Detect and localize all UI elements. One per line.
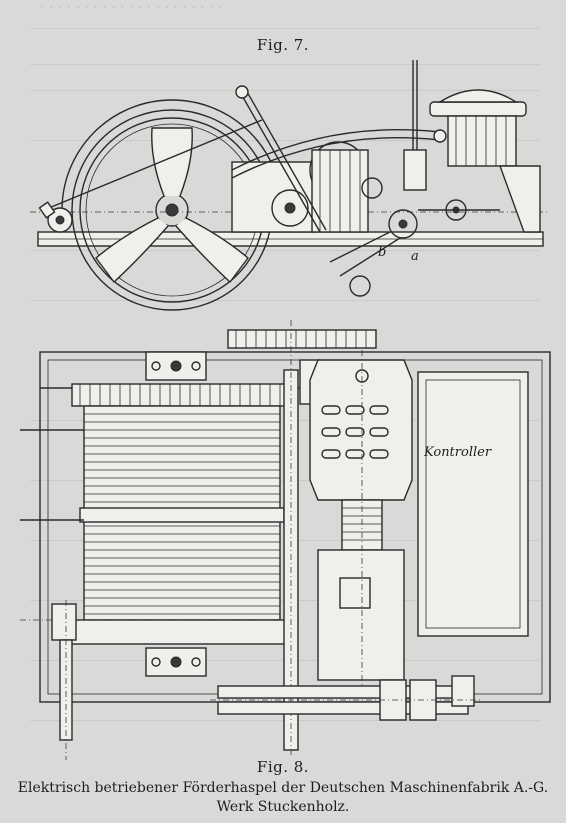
fig8-plan-view: Kontroller	[20, 320, 551, 760]
fig7-small-gear-b	[349, 275, 371, 297]
fig7-diagonal-lever	[239, 91, 321, 233]
fig8-handle	[451, 675, 475, 707]
fig7-label-b: b	[378, 245, 386, 260]
figure-8-label: Fig. 8.	[256, 758, 310, 776]
fig7-gear-1	[271, 189, 309, 227]
figure-caption-line-1: Elektrisch betriebener Förderhaspel der …	[17, 780, 549, 796]
show-through-line	[30, 250, 540, 251]
show-through-line	[30, 64, 540, 65]
figure-caption-line-2: Werk Stuckenholz.	[216, 799, 350, 815]
fig7-motor-stand	[499, 165, 541, 233]
fig7-brake-lever	[43, 119, 263, 211]
show-through-line	[30, 28, 540, 29]
fig7-drum-axle	[165, 203, 179, 217]
show-through-line	[30, 90, 540, 91]
show-through-line	[30, 140, 540, 141]
fig8-left-gear	[51, 603, 77, 641]
fig7-drum-spokes	[95, 127, 249, 284]
fig7-small-gear-a	[388, 209, 418, 239]
fig8-motor-base	[317, 549, 405, 681]
figure-7-label: Fig. 7.	[256, 36, 310, 54]
fig8-drum-flange	[79, 507, 285, 523]
fig7-side-elevation: b a	[30, 60, 548, 311]
show-through-line	[30, 300, 540, 301]
fig8-controller-label: Kontroller	[423, 445, 492, 460]
fig8-rope-windings	[84, 413, 280, 615]
fig7-brake-band	[61, 99, 283, 211]
fig7-motor-dome	[437, 89, 519, 103]
fig8-main-shaft	[69, 619, 295, 645]
fig7-motor-top	[429, 101, 527, 117]
fig8-motor	[309, 359, 413, 501]
fig8-drum-gear	[71, 383, 293, 407]
fig7-label-a: a	[411, 249, 419, 264]
fig8-controller-box	[417, 371, 529, 637]
fig8-top-gear	[227, 329, 377, 349]
fig7-linkage-arm	[231, 128, 441, 171]
